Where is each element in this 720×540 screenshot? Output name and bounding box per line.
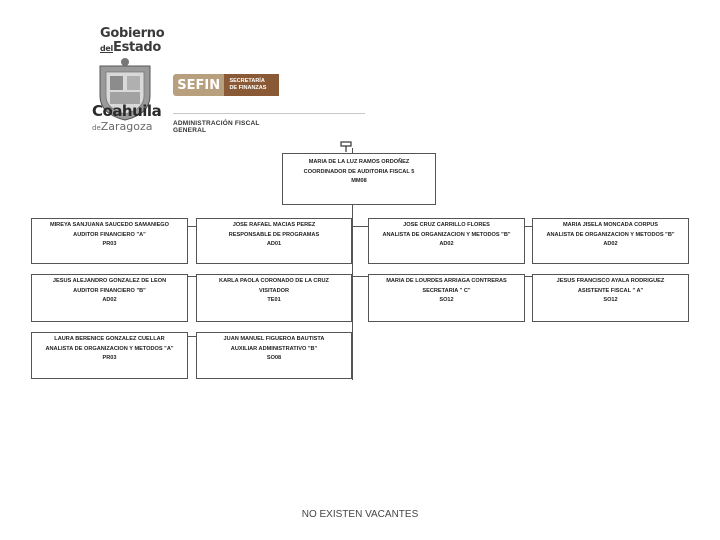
sefin-label: SEFIN	[173, 74, 225, 96]
staff-title: VISITADOR	[258, 287, 290, 294]
staff-title: SECRETARIA " C"	[422, 287, 471, 294]
staff-title: ANALISTA DE ORGANIZACION Y METODOS "B"	[382, 231, 511, 238]
connector-line	[352, 276, 368, 277]
coat-of-arms-icon	[99, 58, 151, 121]
vacancies-note: NO EXISTEN VACANTES	[301, 509, 419, 520]
staff-code: SO08	[266, 355, 282, 361]
staff-title: AUDITOR FINANCIERO "A"	[73, 231, 146, 238]
org-staff-box: MARIA JISELA MONCADA CORPUS ANALISTA DE …	[532, 218, 689, 264]
org-staff-box: JESUS ALEJANDRO GONZALEZ DE LEON AUDITOR…	[31, 274, 188, 322]
staff-title: RESPONSABLE DE PROGRAMAS	[228, 231, 320, 238]
staff-code: AD02	[102, 297, 117, 303]
org-staff-box: JESUS FRANCISCO AYALA RODRIGUEZ ASISTENT…	[532, 274, 689, 322]
org-staff-box: JUAN MANUEL FIGUEROA BAUTISTA AUXILIAR A…	[196, 332, 352, 379]
staff-code: SO12	[439, 297, 454, 303]
estado-text: delEstado	[100, 40, 162, 55]
staff-code: PR03	[102, 355, 117, 361]
coahuila-text: Coahuila	[92, 102, 162, 120]
government-logo: Gobierno delEstado Coahuila deZaragoza S…	[88, 22, 365, 142]
header-divider	[173, 113, 365, 114]
connector-line	[525, 276, 532, 277]
staff-name: LAURA BERENICE GONZALEZ CUELLAR	[54, 336, 165, 342]
staff-name: JESUS ALEJANDRO GONZALEZ DE LEON	[52, 278, 167, 284]
staff-code: SO12	[603, 297, 618, 303]
staff-code: AD02	[603, 241, 618, 247]
org-staff-box: MIREYA SANJUANA SAUCEDO SAMANIEGO AUDITO…	[31, 218, 188, 264]
staff-title: ANALISTA DE ORGANIZACION Y METODOS "A"	[45, 345, 174, 352]
staff-code: TE01	[267, 297, 281, 303]
head-code: MM08	[351, 178, 367, 184]
head-title: COORDINADOR DE AUDITORIA FISCAL 5	[303, 168, 415, 175]
org-staff-box: KARLA PAOLA CORONADO DE LA CRUZ VISITADO…	[196, 274, 352, 322]
connector-line	[352, 226, 368, 227]
connector-line	[188, 276, 196, 277]
sefin-logo: SEFIN SECRETARÍA DE FINANZAS	[173, 74, 279, 96]
secretaria-label: SECRETARÍA DE FINANZAS	[224, 74, 279, 96]
staff-name: MIREYA SANJUANA SAUCEDO SAMANIEGO	[49, 222, 170, 228]
org-staff-box: JOSE RAFAEL MACIAS PEREZ RESPONSABLE DE …	[196, 218, 352, 264]
staff-name: MARIA JISELA MONCADA CORPUS	[562, 222, 659, 228]
connector-line	[188, 336, 196, 337]
staff-name: JOSE RAFAEL MACIAS PEREZ	[232, 222, 316, 228]
org-staff-box: LAURA BERENICE GONZALEZ CUELLAR ANALISTA…	[31, 332, 188, 379]
gobierno-text: Gobierno	[100, 26, 165, 41]
staff-name: JUAN MANUEL FIGUEROA BAUTISTA	[223, 336, 325, 342]
staff-title: AUXILIAR ADMINISTRATIVO "B"	[230, 345, 318, 352]
org-root-icon	[340, 141, 352, 152]
staff-title: ASISTENTE FISCAL " A"	[577, 287, 644, 294]
org-staff-box: JOSE CRUZ CARRILLO FLORES ANALISTA DE OR…	[368, 218, 525, 264]
staff-name: MARIA DE LOURDES ARRIAGA CONTRERAS	[386, 278, 507, 284]
org-staff-box: MARIA DE LOURDES ARRIAGA CONTRERAS SECRE…	[368, 274, 525, 322]
staff-code: AD01	[266, 241, 282, 247]
staff-title: ANALISTA DE ORGANIZACION Y METODOS "B"	[546, 231, 675, 238]
zaragoza-text: deZaragoza	[92, 120, 153, 133]
admin-fiscal-title: ADMINISTRACIÓN FISCAL GENERAL	[173, 120, 260, 134]
staff-name: KARLA PAOLA CORONADO DE LA CRUZ	[219, 278, 329, 284]
staff-code: PR03	[102, 241, 117, 247]
staff-name: JOSE CRUZ CARRILLO FLORES	[403, 222, 490, 228]
connector-line	[525, 226, 532, 227]
staff-code: AD02	[439, 241, 454, 247]
connector-line	[352, 148, 353, 380]
staff-title: AUDITOR FINANCIERO "B"	[73, 287, 146, 294]
staff-name: JESUS FRANCISCO AYALA RODRIGUEZ	[556, 278, 665, 284]
org-head-box: MARIA DE LA LUZ RAMOS ORDOÑEZ COORDINADO…	[282, 153, 436, 205]
head-name: MARIA DE LA LUZ RAMOS ORDOÑEZ	[308, 159, 410, 165]
connector-line	[188, 226, 196, 227]
